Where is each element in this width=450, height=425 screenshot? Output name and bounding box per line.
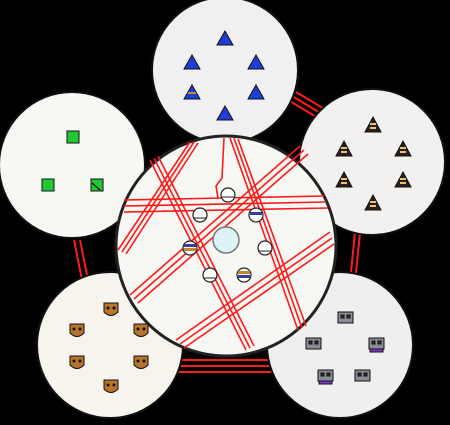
token[interactable] (220, 187, 236, 203)
grey-robot-piece[interactable] (317, 369, 334, 385)
token[interactable] (236, 267, 252, 283)
center-tokens (182, 187, 273, 283)
dark-triangle-piece[interactable] (394, 170, 412, 188)
grey-robot-piece[interactable] (354, 369, 371, 382)
dark-triangle-piece[interactable] (394, 139, 412, 157)
grey-robot-piece[interactable] (337, 311, 354, 324)
dark-triangle-piece[interactable] (364, 193, 382, 211)
bottom-right-pieces (305, 311, 385, 385)
right-pieces (335, 115, 412, 211)
token[interactable] (202, 267, 218, 283)
token[interactable] (182, 240, 198, 256)
bottom-left-pieces (69, 302, 149, 393)
brown-pot-piece[interactable] (69, 355, 85, 369)
blue-triangle-piece[interactable] (247, 53, 265, 70)
blue-triangle-piece[interactable] (216, 29, 234, 46)
left-pieces (41, 130, 104, 192)
blue-triangle-piece[interactable] (183, 53, 201, 70)
zone-top[interactable] (151, 0, 299, 144)
green-square-piece[interactable] (66, 130, 80, 144)
zone-left[interactable] (0, 91, 146, 239)
green-square-piece[interactable] (90, 178, 104, 192)
grey-robot-piece[interactable] (368, 337, 385, 353)
brown-pot-piece[interactable] (103, 379, 119, 393)
brown-pot-piece[interactable] (103, 302, 119, 316)
dark-triangle-piece[interactable] (335, 170, 353, 188)
top-pieces (183, 29, 265, 121)
brown-pot-piece[interactable] (133, 323, 149, 337)
token[interactable] (248, 207, 264, 223)
center-hub[interactable] (212, 226, 240, 254)
brown-pot-piece[interactable] (133, 355, 149, 369)
dark-triangle-piece[interactable] (364, 115, 382, 133)
token[interactable] (192, 207, 208, 223)
brown-pot-piece[interactable] (69, 323, 85, 337)
blue-triangle-piece[interactable] (247, 83, 265, 100)
green-square-piece[interactable] (41, 178, 55, 192)
blue-triangle-piece[interactable] (216, 104, 234, 121)
grey-robot-piece[interactable] (305, 337, 322, 350)
dark-triangle-piece[interactable] (335, 139, 353, 157)
token[interactable] (257, 240, 273, 256)
blue-triangle-piece[interactable] (183, 83, 201, 100)
